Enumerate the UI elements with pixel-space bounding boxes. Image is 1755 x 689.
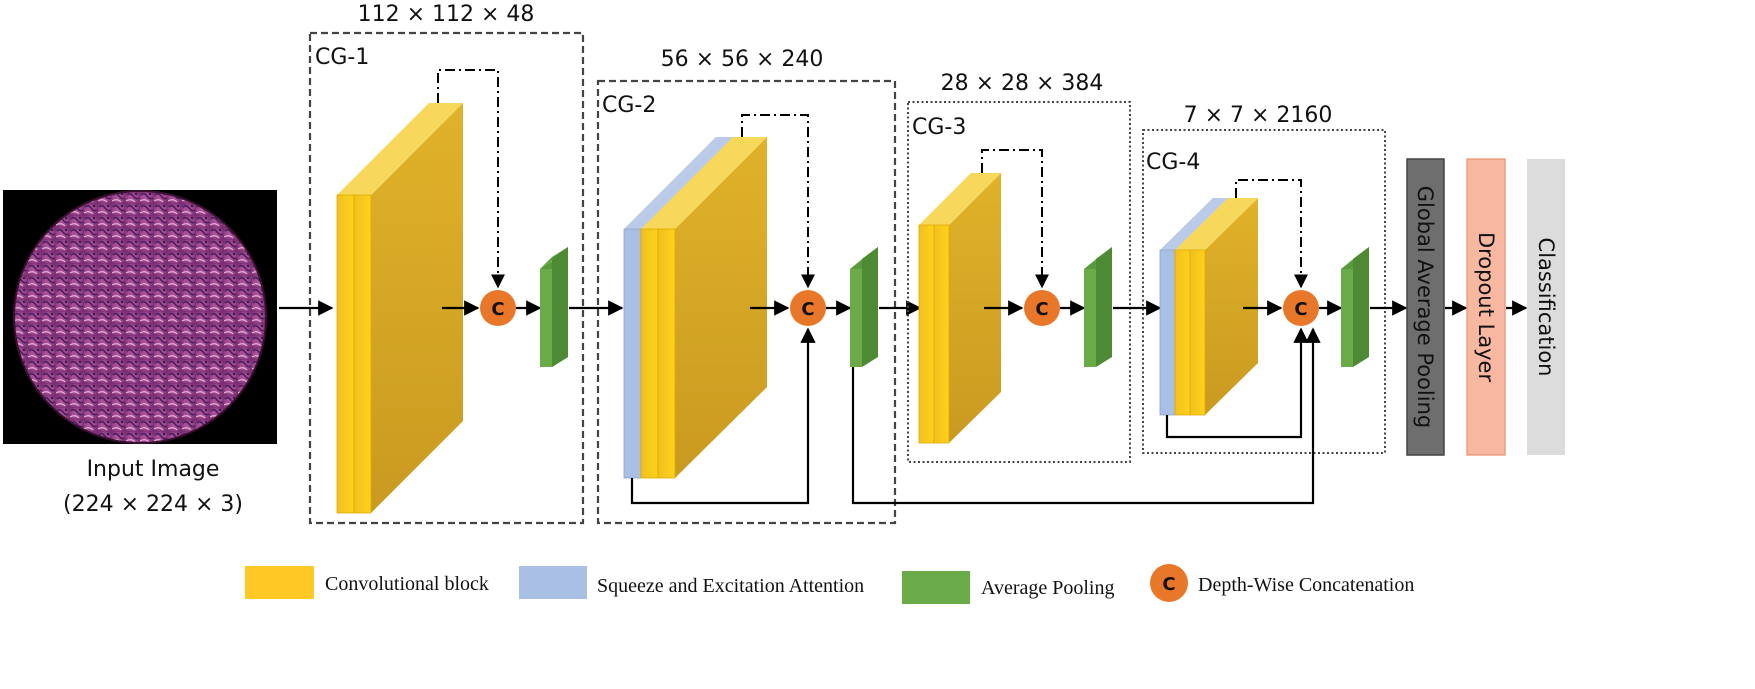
legend-label-conv: Convolutional block xyxy=(325,573,489,595)
svg-text:C: C xyxy=(491,299,504,320)
cg2-residual-connection xyxy=(630,327,816,505)
cg2-conv-block xyxy=(623,137,767,479)
cg4-skip-connection xyxy=(1235,179,1308,289)
cg3-dims: 28 × 28 × 384 xyxy=(941,71,1104,96)
svg-text:C: C xyxy=(1162,574,1175,595)
cg2-to-cg4-long-connection xyxy=(851,327,1321,505)
legend-item-conv: Convolutional block xyxy=(245,566,489,599)
legend-label-se: Squeeze and Excitation Attention xyxy=(597,575,864,597)
legend-swatch-pool xyxy=(902,571,970,604)
gap-block: Global Average Pooling xyxy=(1406,158,1445,456)
cg1-group-box xyxy=(308,31,585,525)
legend: Convolutional block Squeeze and Excitati… xyxy=(245,564,1414,604)
cg3-label: CG-3 xyxy=(912,115,966,140)
input-image-dims: (224 × 224 × 3) xyxy=(63,492,243,517)
cg1-conv-block xyxy=(336,103,463,514)
legend-label-concat: Depth-Wise Concatenation xyxy=(1198,574,1414,596)
cg2-pool-block xyxy=(850,247,878,367)
cg1-dims: 112 × 112 × 48 xyxy=(358,2,535,27)
cg4-pool-block xyxy=(1341,247,1369,367)
cg2-dims: 56 × 56 × 240 xyxy=(661,47,824,72)
cg2-skip-connection xyxy=(741,114,815,289)
svg-text:C: C xyxy=(1294,299,1307,320)
input-image-label: Input Image xyxy=(87,457,220,482)
legend-item-concat: C Depth-Wise Concatenation xyxy=(1150,564,1414,602)
svg-text:C: C xyxy=(801,299,814,320)
legend-label-pool: Average Pooling xyxy=(981,577,1115,599)
cg1-label: CG-1 xyxy=(315,45,369,70)
dropout-block: Dropout Layer xyxy=(1466,158,1506,456)
cg1-skip-connection xyxy=(437,69,505,289)
classification-block: Classification xyxy=(1527,159,1565,455)
svg-text:C: C xyxy=(1035,299,1048,320)
cg3-concat-node: C xyxy=(1024,290,1060,326)
cg4-concat-node: C xyxy=(1283,290,1319,326)
legend-swatch-se xyxy=(519,566,587,599)
cg2-label: CG-2 xyxy=(602,93,656,118)
cg4-label: CG-4 xyxy=(1146,150,1200,175)
cg4-group-box xyxy=(1142,129,1386,454)
cg4-dims: 7 × 7 × 2160 xyxy=(1184,103,1333,128)
cg2-group-box xyxy=(596,79,897,525)
legend-swatch-conv xyxy=(245,566,314,599)
cg3-pool-block xyxy=(1084,247,1112,367)
input-image xyxy=(3,190,277,444)
cg1-concat-node: C xyxy=(480,290,516,326)
cg2-concat-node: C xyxy=(790,290,826,326)
cg4-residual-connection xyxy=(1165,327,1309,439)
dropout-label: Dropout Layer xyxy=(1474,232,1498,383)
legend-item-pool: Average Pooling xyxy=(902,571,1115,604)
cg3-group-box xyxy=(907,101,1131,463)
legend-swatch-concat xyxy=(1150,564,1188,602)
classification-label: Classification xyxy=(1534,238,1558,377)
cg1-pool-block xyxy=(540,247,568,367)
cg4-conv-block xyxy=(1159,198,1258,416)
gap-label: Global Average Pooling xyxy=(1413,186,1437,429)
legend-item-se: Squeeze and Excitation Attention xyxy=(519,566,864,599)
cg3-conv-block xyxy=(918,173,1001,444)
